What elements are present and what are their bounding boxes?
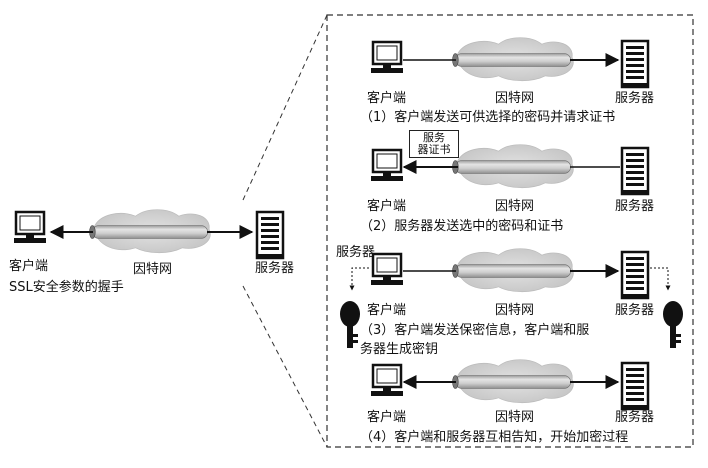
step3-key-link-right xyxy=(650,267,671,291)
step3-internet-label: 因特网 xyxy=(495,303,535,318)
step3-tube-icon xyxy=(452,248,574,293)
step3-client-label: 客户端 xyxy=(367,303,407,318)
step4-client-label: 客户端 xyxy=(367,410,407,425)
step3-caption-line1: （3）客户端发送保密信息，客户端和服 xyxy=(360,323,590,338)
overview-client-label: 客户端 xyxy=(9,259,49,274)
detail-frame xyxy=(326,14,694,448)
step4-tube-icon xyxy=(452,359,574,404)
step1-client-computer-icon xyxy=(369,40,405,75)
step1-server-icon xyxy=(620,39,650,89)
step1-tube-icon xyxy=(452,37,574,82)
step4-client-computer-icon xyxy=(369,363,405,398)
step4-server-icon xyxy=(620,361,650,411)
step1-caption: （1）客户端发送可供选择的密码并请求证书 xyxy=(360,110,616,125)
step2-tube-icon xyxy=(452,144,574,189)
server-key-icon xyxy=(663,301,683,348)
step2-client-computer-icon xyxy=(369,148,405,183)
step3-caption-line2: 务器生成密钥 xyxy=(360,342,439,357)
step4-internet-label: 因特网 xyxy=(495,410,535,425)
step2-internet-label: 因特网 xyxy=(495,199,535,214)
overview-caption: SSL安全参数的握手 xyxy=(9,280,124,295)
overview-internet-label: 因特网 xyxy=(133,262,173,277)
step3-server-label: 服务器 xyxy=(615,303,655,318)
overview-server-icon xyxy=(255,210,285,260)
step3-top-server-label: 服务器 xyxy=(336,245,376,260)
zoom-line-bottom xyxy=(242,285,328,448)
overview-client-computer-icon xyxy=(12,210,48,245)
server-certificate-label: 服务 器证书 xyxy=(409,130,459,158)
step2-client-label: 客户端 xyxy=(367,199,407,214)
step2-server-icon xyxy=(620,146,650,196)
step4-caption: （4）客户端和服务器互相告知，开始加密过程 xyxy=(360,430,629,445)
step3-server-icon xyxy=(620,250,650,300)
step1-server-label: 服务器 xyxy=(615,91,655,106)
step2-server-label: 服务器 xyxy=(615,199,655,214)
step2-caption: （2）服务器发送选中的密码和证书 xyxy=(360,219,564,234)
step1-client-label: 客户端 xyxy=(367,91,407,106)
step4-server-label: 服务器 xyxy=(615,410,655,425)
step3-key-link-left xyxy=(349,267,369,291)
step3-client-computer-icon xyxy=(369,252,405,287)
zoom-line-top xyxy=(242,14,328,201)
step1-internet-label: 因特网 xyxy=(495,91,535,106)
client-key-icon xyxy=(340,301,360,348)
overview-server-label: 服务器 xyxy=(255,261,295,276)
overview-tube-icon xyxy=(89,209,211,254)
